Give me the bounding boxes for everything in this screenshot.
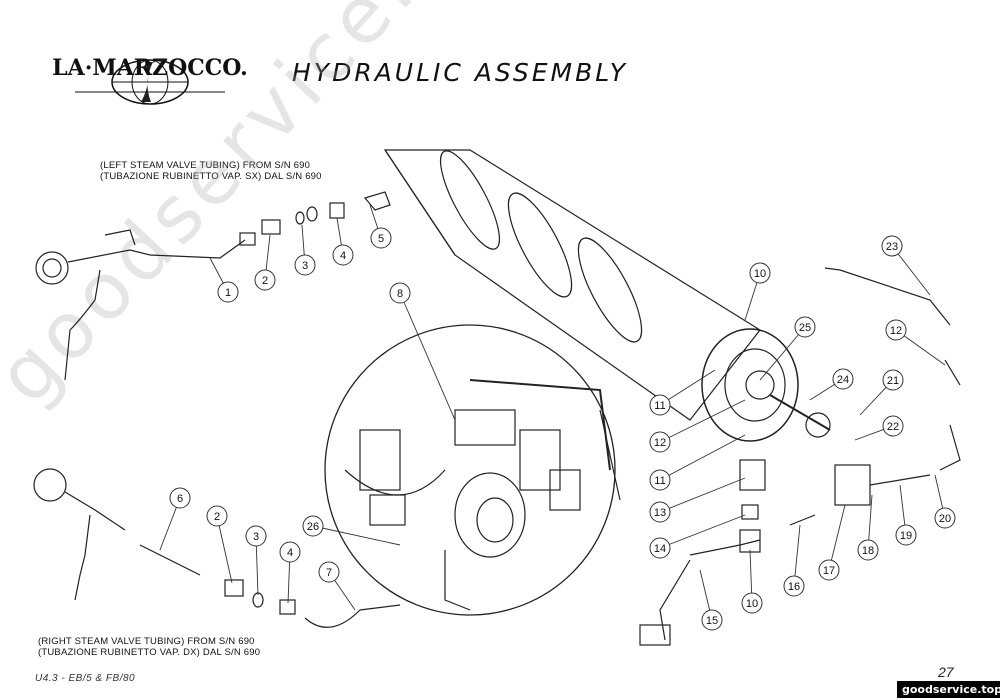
left-note-line2: (TUBAZIONE RUBINETTO VAP. SX) DAL S/N 69… — [100, 171, 322, 182]
svg-text:20: 20 — [939, 513, 951, 525]
model-code: U4.3 - EB/5 & FB/80 — [35, 673, 136, 684]
callout-25: 25 — [794, 316, 816, 338]
callouts: 1 2 3 4 5 6 2 3 4 7 8 10 25 24 11 12 11 … — [169, 227, 956, 631]
page-number: 27 — [938, 664, 954, 680]
callout-22: 22 — [882, 415, 904, 437]
callout-10: 10 — [749, 262, 771, 284]
callout-2b: 2 — [206, 505, 228, 527]
svg-text:3: 3 — [302, 260, 308, 272]
svg-text:4: 4 — [287, 547, 293, 559]
svg-text:10: 10 — [746, 598, 758, 610]
svg-text:4: 4 — [340, 250, 346, 262]
svg-text:25: 25 — [799, 322, 811, 334]
right-note-line1: (RIGHT STEAM VALVE TUBING) FROM S/N 690 — [38, 636, 255, 647]
leader-lines — [159, 204, 946, 621]
svg-text:2: 2 — [214, 511, 220, 523]
callout-15: 15 — [701, 609, 723, 631]
callout-2: 2 — [254, 269, 276, 291]
callout-14: 14 — [649, 537, 671, 559]
svg-text:21: 21 — [887, 375, 899, 387]
svg-text:13: 13 — [654, 507, 666, 519]
callout-10b: 10 — [741, 592, 763, 614]
svg-text:16: 16 — [788, 581, 800, 593]
callout-5: 5 — [370, 227, 392, 249]
assembly-lines — [33, 149, 961, 646]
callout-3b: 3 — [245, 525, 267, 547]
svg-text:18: 18 — [862, 545, 874, 557]
callout-19: 19 — [895, 524, 917, 546]
callout-18: 18 — [857, 539, 879, 561]
svg-text:1: 1 — [225, 287, 231, 299]
callout-20: 20 — [934, 507, 956, 529]
svg-text:2: 2 — [262, 275, 268, 287]
svg-text:19: 19 — [900, 530, 912, 542]
left-note-line1: (LEFT STEAM VALVE TUBING) FROM S/N 690 — [100, 160, 311, 171]
callout-1: 1 — [217, 281, 239, 303]
callout-3: 3 — [294, 254, 316, 276]
page-title: HYDRAULIC ASSEMBLY — [292, 58, 629, 87]
brand-logo: LA·MARZOCCO. — [52, 55, 248, 105]
callout-12: 12 — [649, 431, 671, 453]
callout-16: 16 — [783, 575, 805, 597]
callout-24: 24 — [832, 368, 854, 390]
callout-4b: 4 — [279, 541, 301, 563]
svg-text:24: 24 — [837, 374, 849, 386]
svg-text:12: 12 — [890, 325, 902, 337]
left-tubing-note: (LEFT STEAM VALVE TUBING) FROM S/N 690 (… — [100, 160, 322, 182]
callout-21: 21 — [882, 369, 904, 391]
svg-text:17: 17 — [823, 565, 835, 577]
callout-26: 26 — [302, 515, 324, 537]
svg-text:22: 22 — [887, 421, 899, 433]
svg-text:10: 10 — [754, 268, 766, 280]
svg-text:6: 6 — [177, 493, 183, 505]
callout-17: 17 — [818, 559, 840, 581]
svg-text:12: 12 — [654, 437, 666, 449]
brand-name: LA·MARZOCCO. — [52, 55, 248, 81]
svg-text:26: 26 — [307, 521, 319, 533]
callout-8: 8 — [389, 282, 411, 304]
svg-text:3: 3 — [253, 531, 259, 543]
svg-text:14: 14 — [654, 543, 666, 555]
svg-text:23: 23 — [886, 241, 898, 253]
callout-6: 6 — [169, 487, 191, 509]
callout-12b: 12 — [885, 319, 907, 341]
callout-23: 23 — [881, 235, 903, 257]
callout-4: 4 — [332, 244, 354, 266]
callout-13: 13 — [649, 501, 671, 523]
callout-11: 11 — [649, 394, 671, 416]
callout-11b: 11 — [649, 469, 671, 491]
svg-text:7: 7 — [326, 567, 332, 579]
svg-text:11: 11 — [654, 400, 665, 412]
svg-text:15: 15 — [706, 615, 718, 627]
right-tubing-note: (RIGHT STEAM VALVE TUBING) FROM S/N 690 … — [38, 636, 260, 658]
right-note-line2: (TUBAZIONE RUBINETTO VAP. DX) DAL S/N 69… — [38, 647, 261, 658]
site-label[interactable]: goodservice.top — [897, 681, 1000, 698]
svg-text:8: 8 — [397, 288, 403, 300]
svg-text:5: 5 — [378, 233, 384, 245]
svg-text:11: 11 — [654, 475, 665, 487]
callout-7: 7 — [318, 561, 340, 583]
